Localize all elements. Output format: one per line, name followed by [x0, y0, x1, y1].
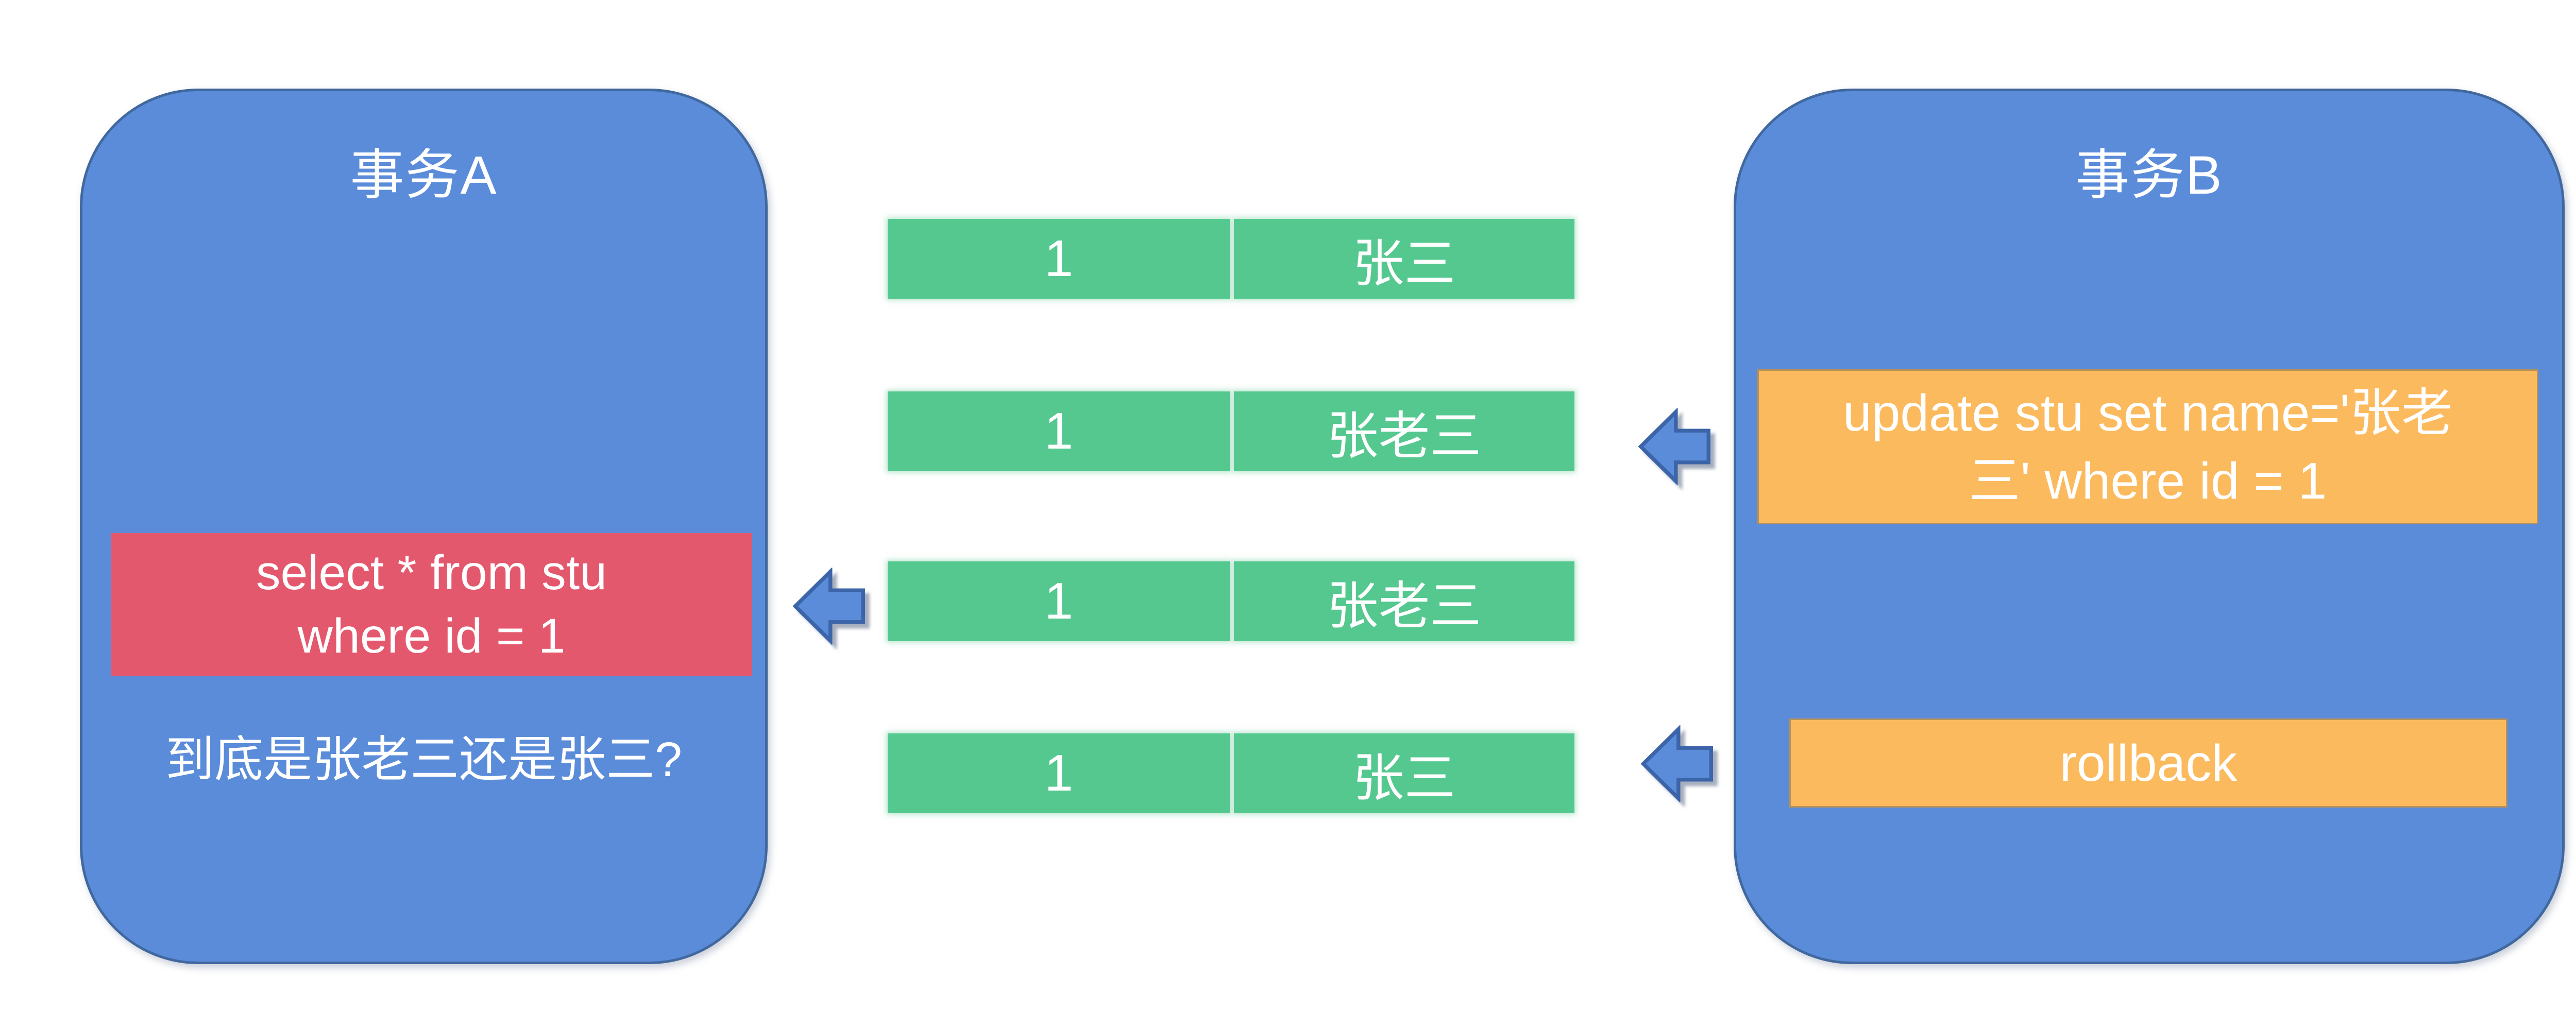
select-query-line1: select * from stu [256, 545, 607, 600]
table-row-1: 1 张三 [888, 219, 1574, 299]
transaction-b-title: 事务B [2075, 145, 2223, 205]
transaction-b-box [1734, 89, 2565, 964]
row2-name-cell: 张老三 [1234, 391, 1574, 471]
transaction-a-title: 事务A [350, 145, 498, 205]
row3-id-cell: 1 [888, 561, 1230, 641]
row4-id-cell: 1 [888, 733, 1230, 813]
update-query-line1: update stu set name='张老 [1843, 384, 2453, 442]
row3-name-cell: 张老三 [1234, 561, 1574, 641]
update-query-line2: 三' where id = 1 [1969, 452, 2327, 510]
select-query-line2: where id = 1 [297, 609, 566, 663]
select-query-box: select * from stu where id = 1 [111, 533, 752, 676]
row1-name-cell: 张三 [1234, 219, 1574, 299]
left-arrow-icon-rollback-to-row4 [1641, 725, 1713, 802]
left-arrow-icon-row3-to-select [793, 568, 865, 645]
rollback-box: rollback [1789, 718, 2507, 808]
table-row-3: 1 张老三 [888, 561, 1574, 641]
left-arrow-icon-update-to-row2 [1638, 408, 1710, 485]
table-row-2: 1 张老三 [888, 391, 1574, 471]
rollback-label: rollback [2059, 734, 2238, 792]
update-query-box: update stu set name='张老 三' where id = 1 [1757, 369, 2538, 524]
row1-id-cell: 1 [888, 219, 1230, 299]
row2-id-cell: 1 [888, 391, 1230, 471]
transaction-a-box [80, 89, 768, 964]
table-row-4: 1 张三 [888, 733, 1574, 813]
row4-name-cell: 张三 [1234, 733, 1574, 813]
question-text: 到底是张老三还是张三? [165, 732, 682, 787]
